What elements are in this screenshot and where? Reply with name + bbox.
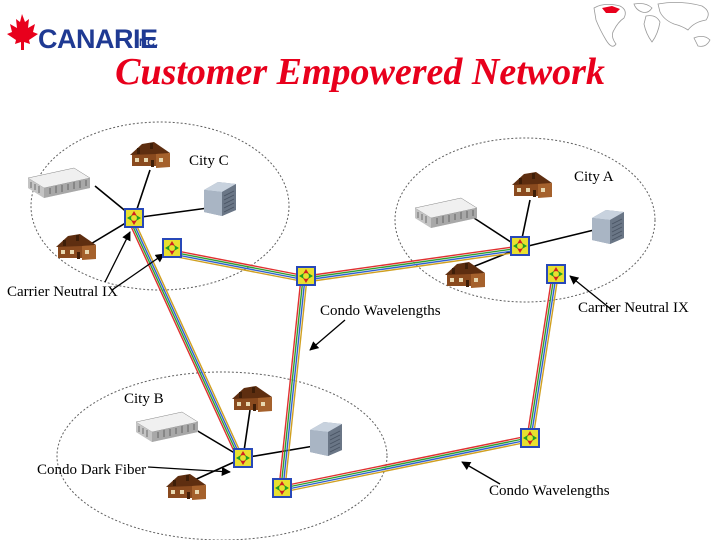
carrier-ix-right-label: Carrier Neutral IX [578, 300, 689, 316]
house-icon [512, 172, 552, 198]
fiber-ix-a [305, 245, 521, 283]
logo-name: CANARIE [38, 24, 158, 54]
city-b-label: City B [124, 391, 164, 407]
router-icon [162, 238, 182, 258]
fiber-c-ix [171, 249, 307, 283]
server-icon [309, 421, 343, 457]
condo-wavelengths-bottom-label: Condo Wavelengths [489, 483, 610, 499]
fiber-b-bottom [282, 435, 529, 493]
annotation-arrows [104, 231, 613, 485]
maple-leaf-icon [7, 14, 38, 50]
slide-title: Customer Empowered Network [115, 51, 605, 93]
router-icon [520, 428, 540, 448]
router-icon [272, 478, 292, 498]
canarie-logo: CANARIE INC. [4, 10, 164, 54]
fiber-links [128, 221, 559, 493]
fiber-c-b-dark [128, 221, 245, 461]
router-icon [233, 448, 253, 468]
carrier-ix-left-label: Carrier Neutral IX [7, 284, 118, 300]
condo-wavelengths-top-label: Condo Wavelengths [320, 303, 441, 319]
house-icon [130, 142, 170, 168]
router-icon [546, 264, 566, 284]
house-icon [445, 262, 485, 288]
router-icon [296, 266, 316, 286]
house-icon [56, 234, 96, 260]
house-icon [232, 386, 272, 412]
fiber-ix-b [278, 277, 308, 489]
office-building-icon [135, 411, 199, 443]
office-building-icon [27, 167, 91, 199]
world-map-icon [593, 2, 711, 47]
server-icon [203, 181, 237, 217]
fiber-right-ix-down [526, 275, 559, 439]
server-icon [591, 209, 625, 245]
condo-dark-fiber-label: Condo Dark Fiber [37, 462, 147, 478]
city-b-region [56, 371, 388, 540]
router-icon [124, 208, 144, 228]
city-a-region [394, 137, 656, 303]
router-icon [510, 236, 530, 256]
logo-suffix: INC. [136, 37, 158, 49]
city-c-label: City C [189, 153, 229, 169]
office-building-icon [414, 197, 478, 229]
city-a-label: City A [574, 169, 614, 185]
